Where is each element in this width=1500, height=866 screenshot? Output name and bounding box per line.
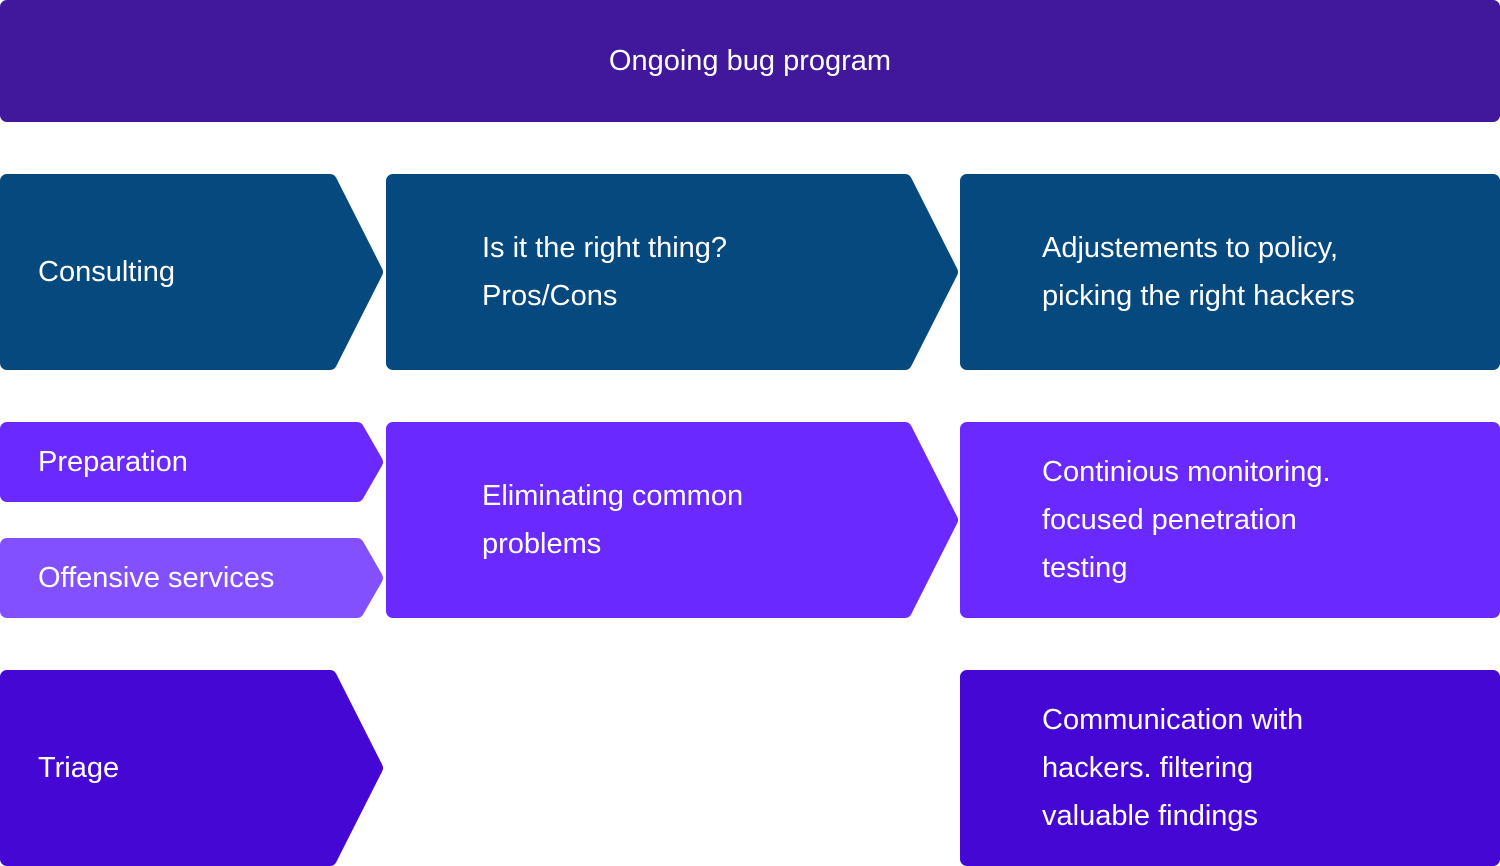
outcome-communication: Communication with hackers. filtering va… — [1042, 704, 1304, 832]
outcome-policy: Adjustements to policy, picking the righ… — [1042, 232, 1355, 312]
communication-box — [960, 670, 1500, 866]
step-eliminating-problems: Eliminating common problems — [482, 480, 744, 560]
stage-offensive-services: Offensive services — [38, 562, 275, 594]
stage-preparation: Preparation — [38, 446, 188, 478]
consulting-arrow — [0, 174, 383, 370]
offensive-arrow — [0, 538, 383, 618]
right-thing-arrow — [386, 174, 958, 370]
policy-box — [960, 174, 1500, 370]
triage-arrow — [0, 670, 383, 866]
preparation-arrow — [0, 422, 383, 502]
outcome-monitoring: Continious monitoring. focused penetrati… — [1042, 456, 1331, 584]
eliminating-arrow — [386, 422, 958, 618]
banner-title: Ongoing bug program — [608, 45, 892, 77]
banner-box — [0, 0, 1500, 122]
stage-consulting: Consulting — [38, 256, 176, 288]
monitoring-box — [960, 422, 1500, 618]
stage-triage: Triage — [38, 752, 120, 784]
step-right-thing: Is it the right thing? Pros/Cons — [482, 232, 728, 312]
